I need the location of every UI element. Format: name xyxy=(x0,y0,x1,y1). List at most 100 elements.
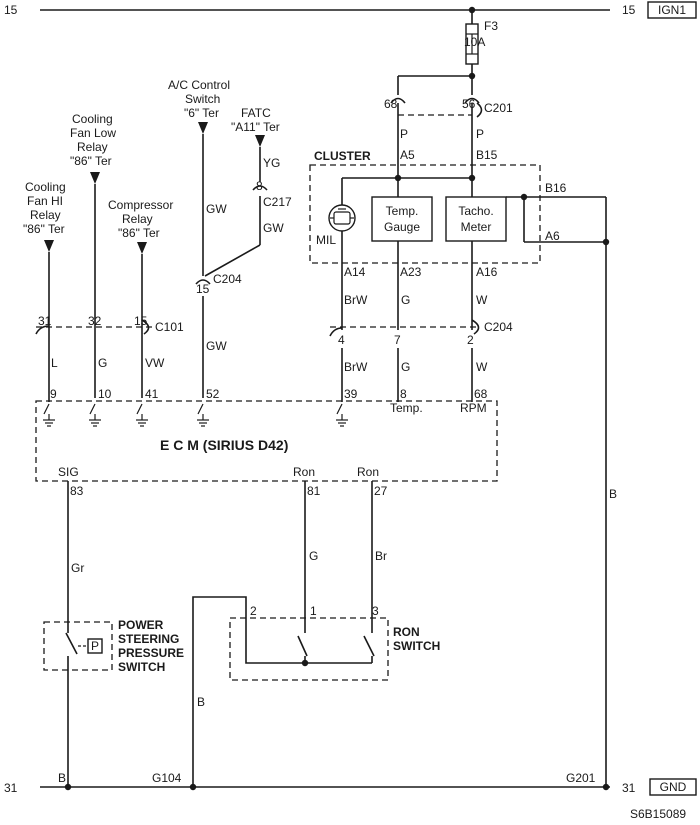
cluster-pin-b15: B15 xyxy=(476,148,498,162)
compressor-label-3: "86" Ter xyxy=(118,226,160,240)
temp-gauge-box xyxy=(371,196,433,242)
cluster-pin-b16: B16 xyxy=(545,181,567,195)
compressor-label-2: Relay xyxy=(122,212,153,226)
ground-g201: G201 xyxy=(566,771,596,785)
c204-top-pin-15: 15 xyxy=(196,282,210,296)
ecm-sig-label: SIG xyxy=(58,465,79,479)
ecm-ron-label-1: Ron xyxy=(293,465,315,479)
wire-b-right: B xyxy=(609,487,617,501)
cluster-pin-a5: A5 xyxy=(400,148,415,162)
fan-hi-label-4: "86" Ter xyxy=(23,222,65,236)
fan-hi-label-1: Cooling xyxy=(25,180,66,194)
ign1-rail: 15 15 IGN1 xyxy=(4,1,697,19)
ron-switch-outline xyxy=(229,617,389,681)
wire-b-ps: B xyxy=(58,771,66,785)
wire-g-lower: G xyxy=(401,360,410,374)
fatc-label-2: "A11" Ter xyxy=(231,120,280,134)
ac-control-label-3: "6" Ter xyxy=(184,106,219,120)
ecm-pin-10: 10 xyxy=(98,387,112,401)
wire-p-right: P xyxy=(476,127,484,141)
c204-connector-cap xyxy=(329,327,343,337)
cluster-pin-a6: A6 xyxy=(545,229,560,243)
compressor-terminal-icon xyxy=(137,242,147,254)
tacho-meter-box xyxy=(445,196,507,242)
gnd-rail: B G104 G201 31 31 GND xyxy=(4,242,697,796)
wire-p-left: P xyxy=(400,127,408,141)
cluster-ecm-wires: BrW G W C204 4 7 2 BrW G W xyxy=(329,293,513,402)
power-steering-switch: Gr P POWER STEERING PRESSURE SWITCH B xyxy=(43,481,184,787)
ign1-label: IGN1 xyxy=(658,3,686,17)
ac-control-label-2: Switch xyxy=(185,92,220,106)
cluster-pin-a14: A14 xyxy=(344,265,366,279)
ecm-pin-39: 39 xyxy=(344,387,358,401)
fuse-f3: F3 10A xyxy=(464,6,498,95)
c204-pin-2: 2 xyxy=(467,333,474,347)
fan-hi-terminal-icon xyxy=(44,240,54,252)
ecm-pin-68: 68 xyxy=(474,387,488,401)
left-relay-inputs: Cooling Fan HI Relay "86" Ter Cooling Fa… xyxy=(23,112,184,398)
c101-pin-31: 31 xyxy=(38,314,52,328)
ecm-pin-8: 8 xyxy=(400,387,407,401)
ps-label-1: POWER xyxy=(118,618,164,632)
fan-hi-label-3: Relay xyxy=(30,208,61,222)
c204-top-label: C204 xyxy=(213,272,242,286)
ac-control-terminal-icon xyxy=(198,122,208,134)
ecm-outline xyxy=(35,400,498,482)
gnd-label: GND xyxy=(660,780,687,794)
cluster-title: CLUSTER xyxy=(314,149,371,163)
c201-feed: 68 56 C201 P P A5 B15 xyxy=(384,72,513,178)
wire-brw-upper: BrW xyxy=(344,293,368,307)
rail-top-left-number: 15 xyxy=(4,3,18,17)
c204-pin-7: 7 xyxy=(394,333,401,347)
wire-b-ron: B xyxy=(197,695,205,709)
mil-label: MIL xyxy=(316,233,336,247)
fan-hi-label-2: Fan HI xyxy=(27,194,63,208)
wire-g-c101: G xyxy=(98,356,107,370)
ecm-ron-label-2: Ron xyxy=(357,465,379,479)
c201-connector-right xyxy=(464,97,480,104)
c217-label: C217 xyxy=(263,195,292,209)
wire-gw-fatc: GW xyxy=(263,221,284,235)
ecm-internal-switches xyxy=(43,398,348,427)
ecm-pin-81: 81 xyxy=(307,484,321,498)
ecm-module: E C M (SIRIUS D42) 9 10 41 52 39 8 68 Te… xyxy=(35,387,498,498)
ac-fatc-inputs: A/C Control Switch "6" Ter GW FATC "A11"… xyxy=(168,78,292,398)
fan-low-label-4: "86" Ter xyxy=(70,154,112,168)
wire-l: L xyxy=(51,356,58,370)
ron-switch-label-1: RON xyxy=(393,625,420,639)
ac-control-label-1: A/C Control xyxy=(168,78,230,92)
c201-pin-56: 56 xyxy=(462,97,476,111)
ron-switch-label-2: SWITCH xyxy=(393,639,440,653)
document-code: S6B15089 xyxy=(630,807,686,821)
ecm-pin-52: 52 xyxy=(206,387,220,401)
wire-gw-ac: GW xyxy=(206,202,227,216)
cluster-outline xyxy=(309,164,541,264)
ecm-temp-label: Temp. xyxy=(390,401,423,415)
ecm-title: E C M (SIRIUS D42) xyxy=(160,437,288,453)
pressure-icon-letter: P xyxy=(91,639,99,653)
fatc-label-1: FATC xyxy=(241,106,271,120)
c204-top-connector xyxy=(195,279,211,285)
wire-br: Br xyxy=(375,549,387,563)
c201-label: C201 xyxy=(484,101,513,115)
wire-yg: YG xyxy=(263,156,280,170)
ps-label-4: SWITCH xyxy=(118,660,165,674)
ron-pin-2: 2 xyxy=(250,604,257,618)
ecm-rpm-label: RPM xyxy=(460,401,487,415)
ecm-pin-83: 83 xyxy=(70,484,84,498)
compressor-label-1: Compressor xyxy=(108,198,173,212)
ign1-label-box xyxy=(647,1,697,19)
ps-switch-outline xyxy=(43,621,113,671)
rail-top-right-number: 15 xyxy=(622,3,636,17)
ps-label-3: PRESSURE xyxy=(118,646,184,660)
ecm-pin-27: 27 xyxy=(374,484,388,498)
wire-g-upper: G xyxy=(401,293,410,307)
gnd-label-box xyxy=(649,778,697,796)
temp-gauge-label-1: Temp. xyxy=(386,204,419,218)
c101-pin-32: 32 xyxy=(88,314,102,328)
fuse-name: F3 xyxy=(484,19,498,33)
c204-pin-4: 4 xyxy=(338,333,345,347)
c217-pin-8: 8 xyxy=(256,179,263,193)
fuse-rating: 10A xyxy=(464,35,485,49)
